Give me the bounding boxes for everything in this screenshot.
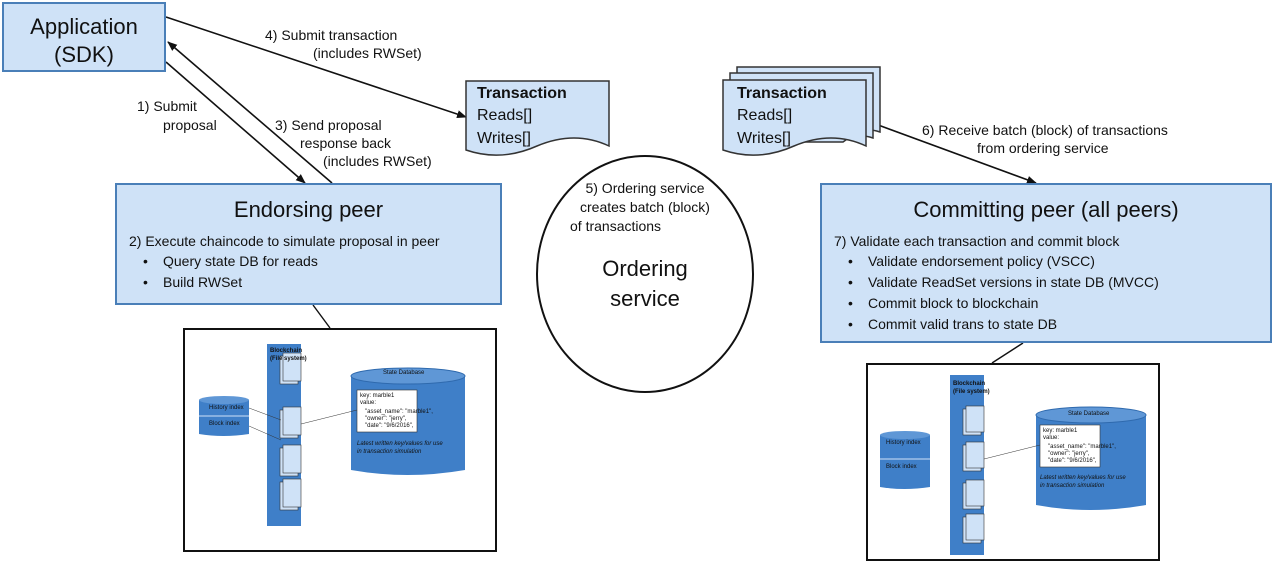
ledger-filesystem-label: (File system) [953,389,990,395]
arrow-submit-proposal [165,61,306,184]
ledger-diagram-graphic [199,344,466,526]
committer-ledger-screenshot: Blockchain (File system) State Database … [866,363,1160,561]
step5-label-b: creates batch (block) [580,199,710,215]
ledger-kv-owner: "owner": "jerry", [1048,451,1090,457]
endorsing-step: 2) Execute chaincode to simulate proposa… [129,233,440,249]
ordering-title-2: service [610,286,680,311]
step5-label-a: 5) Ordering service [585,180,705,196]
ledger-history-index: History index [209,405,244,411]
step1-label-b: proposal [163,117,217,133]
ledger-diagram-graphic [880,375,1147,555]
step6-label-a: 6) Receive batch (block) of transactions [922,122,1168,138]
committing-bullet-item: Validate endorsement policy (VSCC) [830,251,1159,272]
ledger-block-index: Block index [886,464,917,470]
ledger-blockchain-label: Blockchain [953,381,986,387]
ledger-state-db-label: State Database [1068,411,1110,417]
batch-transaction-writes: Writes[] [737,130,791,147]
ledger-kv-owner: "owner": "jerry", [365,416,407,422]
arrow-submit-transaction [165,16,467,118]
transaction-title: Transaction [477,85,567,102]
ledger-kv-key: key: marble1 [1043,428,1078,434]
application-title: Application [30,14,138,39]
application-box: Application (SDK) [2,2,166,72]
ledger-latest-1: Latest written key/values for use [357,441,443,447]
ledger-latest-2: in transaction simulation [357,449,422,455]
committing-bullet-item: Validate ReadSet versions in state DB (M… [830,272,1159,293]
ledger-kv-date: "date": "9/6/2016", [365,423,414,429]
step4-label-a: 4) Submit transaction [265,27,398,43]
step1-label-a: 1) Submit [137,98,197,114]
ledger-state-db-label: State Database [383,370,425,376]
committing-peer-title: Committing peer (all peers) [913,197,1179,222]
endorser-ledger-connector [312,304,331,329]
ledger-block-index: Block index [209,421,240,427]
committing-bullet-item: Commit valid trans to state DB [830,314,1159,335]
ordering-service-circle [536,155,754,393]
committing-peer-box: Committing peer (all peers) 7) Validate … [820,183,1272,343]
committing-step: 7) Validate each transaction and commit … [834,233,1120,249]
ledger-filesystem-label: (File system) [270,356,307,362]
endorsing-bullets: Query state DB for reads Build RWSet [125,251,318,293]
endorser-ledger-screenshot: Blockchain (File system) State Database … [183,328,497,552]
ledger-kv-date: "date": "9/6/2016", [1048,458,1097,464]
committing-bullets: Validate endorsement policy (VSCC) Valid… [830,251,1159,335]
application-subtitle: (SDK) [54,42,114,67]
ledger-blockchain-label: Blockchain [270,348,303,354]
step6-label-b: from ordering service [977,140,1109,156]
transaction-doc-shape [465,80,610,156]
ordering-title-1: Ordering [602,256,688,281]
arrow-receive-batch [869,121,1037,184]
transaction-writes: Writes[] [477,130,531,147]
ledger-kv-asset: "asset_name": "marble1", [1048,444,1116,450]
transaction-stack-shape [722,66,881,156]
committing-bullet-item: Commit block to blockchain [830,293,1159,314]
step3-label-a: 3) Send proposal [275,117,382,133]
step5-label-c: of transactions [570,218,662,234]
endorsing-peer-title: Endorsing peer [233,197,384,222]
ledger-history-index: History index [886,440,921,446]
committer-ledger-connector [991,342,1024,364]
ledger-latest-2: in transaction simulation [1040,483,1105,489]
ledger-kv-asset: "asset_name": "marble1", [365,409,433,415]
batch-transaction-title: Transaction [737,85,827,102]
step3-label-c: (includes RWSet) [323,153,432,169]
ledger-latest-1: Latest written key/values for use [1040,475,1126,481]
endorsing-bullet-item: Build RWSet [125,272,318,293]
transaction-reads: Reads[] [477,107,533,124]
ledger-kv-value: value: [1043,435,1060,441]
batch-transaction-reads: Reads[] [737,107,793,124]
arrow-proposal-response [167,41,333,184]
step4-label-b: (includes RWSet) [313,45,422,61]
ledger-kv-value: value: [360,400,377,406]
endorsing-bullet-item: Query state DB for reads [125,251,318,272]
ledger-kv-key: key: marble1 [360,393,395,399]
endorsing-peer-box: Endorsing peer 2) Execute chaincode to s… [115,183,502,305]
step3-label-b: response back [300,135,392,151]
